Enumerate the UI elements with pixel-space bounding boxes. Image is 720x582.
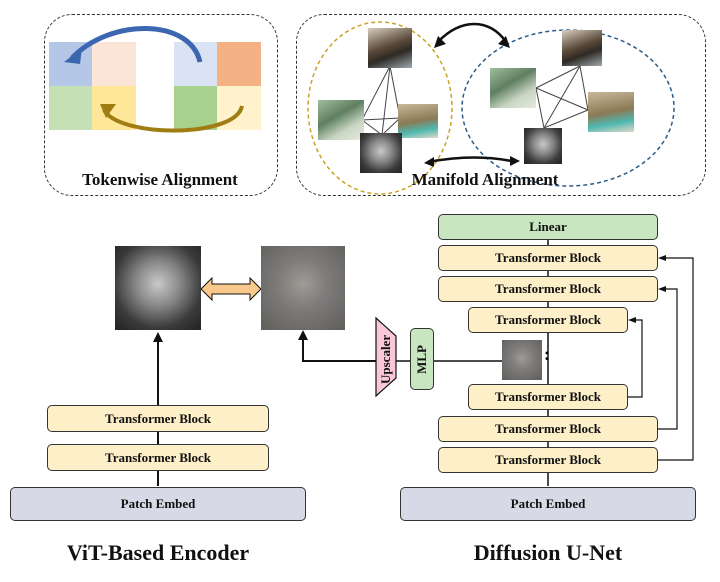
manifold-right-cat-image bbox=[524, 128, 562, 164]
unet-transformer-block-4: Transformer Block bbox=[468, 307, 628, 333]
token-tile-right-2 bbox=[217, 42, 261, 86]
encoder-patch-embed: Patch Embed bbox=[10, 487, 306, 521]
unet-patch-embed: Patch Embed bbox=[400, 487, 696, 521]
manifold-left-fish-image bbox=[368, 28, 412, 68]
manifold-left-cat-image bbox=[360, 133, 402, 173]
encoder-title: ViT-Based Encoder bbox=[66, 540, 250, 565]
tokenwise-arrow-top-head bbox=[64, 48, 82, 64]
tokenwise-alignment-title: Tokenwise Alignment bbox=[82, 170, 238, 189]
noisy-up-arrowhead bbox=[298, 330, 308, 340]
token-tile-right-3 bbox=[174, 86, 218, 130]
ellipsis: : bbox=[544, 344, 550, 364]
encoder-cat-image bbox=[115, 246, 201, 330]
unet-transformer-block-5: Transformer Block bbox=[438, 276, 658, 302]
noisy-cat-image bbox=[261, 246, 345, 330]
skip-connection-inner bbox=[628, 319, 643, 398]
encoder-up-arrowhead bbox=[153, 332, 163, 342]
tokenwise-arrow-bottom-head bbox=[100, 104, 116, 118]
image-double-arrow bbox=[200, 276, 262, 302]
encoder-transformer-block-1: Transformer Block bbox=[47, 444, 269, 471]
manifold-left-circle bbox=[307, 21, 453, 195]
token-tile-left-4 bbox=[92, 86, 136, 130]
unet-title: Diffusion U-Net bbox=[473, 540, 623, 565]
manifold-right-lizard-image bbox=[490, 68, 536, 108]
tokenwise-alignment-panel bbox=[44, 14, 278, 196]
manifold-arrow-bottom bbox=[427, 156, 517, 164]
upscaler-block bbox=[375, 316, 397, 398]
unet-transformer-block-2: Transformer Block bbox=[438, 416, 658, 442]
token-tile-left-2 bbox=[92, 42, 136, 86]
manifold-left-lizard-image bbox=[318, 100, 364, 140]
mlp-label: MLP bbox=[414, 344, 429, 374]
token-tile-left-3 bbox=[49, 86, 93, 130]
unet-transformer-block-1: Transformer Block bbox=[438, 447, 658, 473]
manifold-right-fish-image bbox=[562, 30, 602, 66]
skip-connection-outer bbox=[658, 257, 694, 461]
skip-connection-middle bbox=[658, 288, 678, 430]
manifold-right-edges bbox=[535, 65, 589, 129]
unet-linear: Linear bbox=[438, 214, 658, 240]
mlp-block: MLP bbox=[410, 328, 434, 390]
unet-token-cat-image bbox=[502, 340, 542, 380]
tokenwise-arrow-top bbox=[70, 26, 203, 63]
unet-transformer-block-3: Transformer Block bbox=[468, 384, 628, 410]
upscaler-label: Upscaler bbox=[378, 334, 393, 384]
manifold-right-newt-image bbox=[588, 92, 634, 132]
tokenwise-arrow-bottom bbox=[102, 105, 244, 133]
unet-transformer-block-6: Transformer Block bbox=[438, 245, 658, 271]
manifold-alignment-title: Manifold Alignment bbox=[411, 170, 559, 189]
manifold-arrow-top bbox=[437, 22, 508, 43]
manifold-alignment-panel bbox=[296, 14, 706, 196]
encoder-transformer-block-2: Transformer Block bbox=[47, 405, 269, 432]
manifold-left-newt-image bbox=[398, 104, 438, 138]
